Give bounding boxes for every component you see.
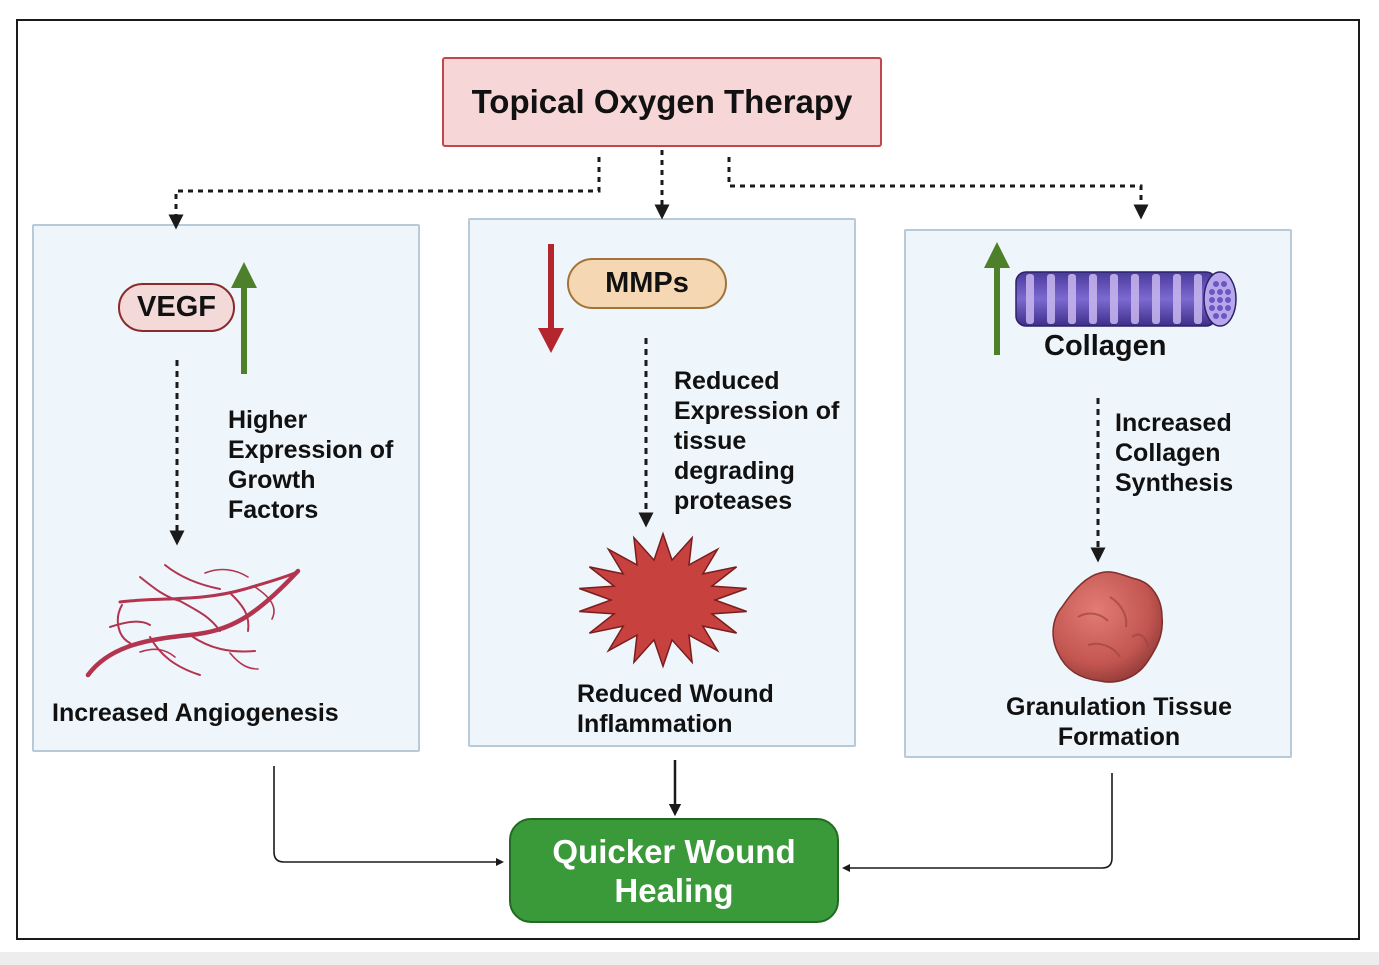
solid-arrow-right [842, 773, 1113, 872]
quicker-healing-box: Quicker Wound Healing [509, 818, 839, 923]
figure-frame [16, 19, 1360, 940]
dotted-arrow-to-right [727, 157, 1149, 220]
vegf-pill: VEGF [118, 283, 235, 332]
granulation-label: Granulation Tissue Formation [1006, 693, 1232, 751]
therapy-title-box: Topical Oxygen Therapy [442, 57, 882, 147]
up-arrow-collagen [984, 242, 1010, 355]
protease-text: Reduced Expression of tissue degrading p… [674, 367, 840, 515]
up-arrow-vegf [231, 262, 257, 374]
angiogenesis-label: Increased Angiogenesis [52, 699, 339, 727]
down-arrow-mmps [538, 244, 564, 353]
inflammation-label: Reduced Wound Inflammation [577, 680, 774, 738]
collagen-fiber-icon [1015, 271, 1237, 327]
blood-vessels-icon [85, 564, 301, 678]
dotted-arrow-to-left [168, 157, 601, 230]
solid-arrow-left [273, 766, 504, 866]
mmps-pill: MMPs [567, 258, 727, 309]
granulation-tissue-icon [1052, 571, 1164, 683]
collagen-synthesis-text: Increased Collagen Synthesis [1115, 409, 1234, 497]
collagen-label: Collagen [1044, 330, 1167, 362]
bottom-strip [0, 952, 1379, 965]
growth-factor-text: Higher Expression of Growth Factors [228, 406, 394, 524]
inflammation-burst-icon [579, 531, 747, 669]
